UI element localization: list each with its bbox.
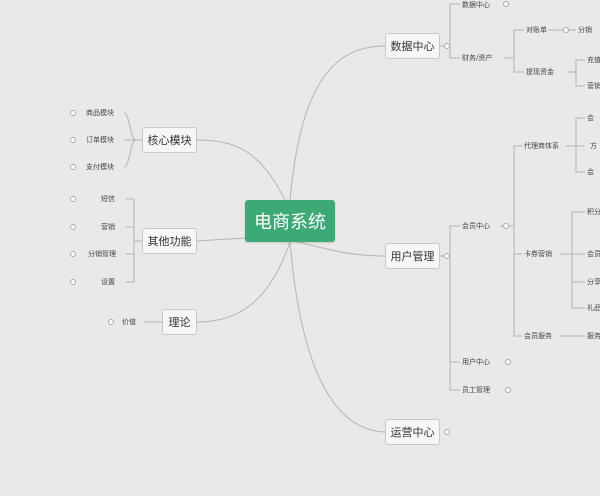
- leaf-member-center[interactable]: 会员中心: [462, 222, 490, 230]
- branch-marker: [444, 43, 450, 49]
- leaf-marker: [70, 224, 76, 230]
- leaf-marker: [70, 137, 76, 143]
- leaf-payment-module[interactable]: 支付模块: [86, 163, 114, 171]
- user-management-node[interactable]: 用户管理: [385, 243, 440, 269]
- leaf-distribution-2[interactable]: 分销: [578, 26, 592, 34]
- leaf-staff-mgmt[interactable]: 员工管理: [462, 386, 490, 394]
- leaf-agent-sub-3[interactable]: 会: [587, 168, 594, 176]
- leaf-marker: [505, 387, 511, 393]
- leaf-coupon-marketing[interactable]: 卡券营销: [524, 250, 552, 258]
- branch-marker: [444, 253, 450, 259]
- leaf-withdraw-funds[interactable]: 提现资金: [526, 68, 554, 76]
- leaf-sms[interactable]: 短信: [101, 195, 115, 203]
- leaf-data-center[interactable]: 数据中心: [462, 1, 490, 9]
- leaf-finance-assets[interactable]: 财务/资产: [462, 54, 493, 62]
- leaf-agent-system[interactable]: 代理商体系: [524, 142, 559, 150]
- leaf-user-center[interactable]: 用户中心: [462, 358, 490, 366]
- leaf-marker: [70, 110, 76, 116]
- leaf-value[interactable]: 价值: [122, 318, 136, 326]
- operations-center-node[interactable]: 运营中心: [385, 419, 440, 445]
- other-functions-node[interactable]: 其他功能: [142, 228, 197, 254]
- leaf-marker: [70, 196, 76, 202]
- leaf-agent-sub-1[interactable]: 会: [587, 114, 594, 122]
- leaf-marker: [503, 1, 509, 7]
- leaf-statement[interactable]: 对账单: [526, 26, 547, 34]
- leaf-marker: [70, 279, 76, 285]
- leaf-marker: [108, 319, 114, 325]
- leaf-distribution[interactable]: 分销管理: [88, 250, 116, 258]
- leaf-recharge[interactable]: 充值: [587, 56, 600, 64]
- leaf-settings[interactable]: 设置: [101, 278, 115, 286]
- leaf-service[interactable]: 服务: [587, 332, 600, 340]
- leaf-points[interactable]: 积分: [587, 208, 600, 216]
- leaf-agent-sub-2[interactable]: 方: [590, 142, 597, 150]
- leaf-marker: [70, 251, 76, 257]
- leaf-marker: [563, 27, 569, 33]
- leaf-member-service[interactable]: 会员服务: [524, 332, 552, 340]
- leaf-product-module[interactable]: 商品模块: [86, 109, 114, 117]
- theory-node[interactable]: 理论: [162, 309, 197, 335]
- collapse-marker[interactable]: [444, 429, 450, 435]
- root-topic[interactable]: 电商系统: [245, 200, 335, 242]
- data-center-node[interactable]: 数据中心: [385, 33, 440, 59]
- leaf-marker: [503, 223, 509, 229]
- leaf-marketing-2[interactable]: 营销: [587, 82, 600, 90]
- leaf-marker: [505, 359, 511, 365]
- core-module-node[interactable]: 核心模块: [142, 127, 197, 153]
- leaf-gift[interactable]: 礼品: [587, 304, 600, 312]
- leaf-membership[interactable]: 会员: [587, 250, 600, 258]
- leaf-order-module[interactable]: 订单模块: [86, 136, 114, 144]
- leaf-share[interactable]: 分享: [587, 278, 600, 286]
- leaf-marker: [70, 164, 76, 170]
- leaf-marketing[interactable]: 营销: [101, 223, 115, 231]
